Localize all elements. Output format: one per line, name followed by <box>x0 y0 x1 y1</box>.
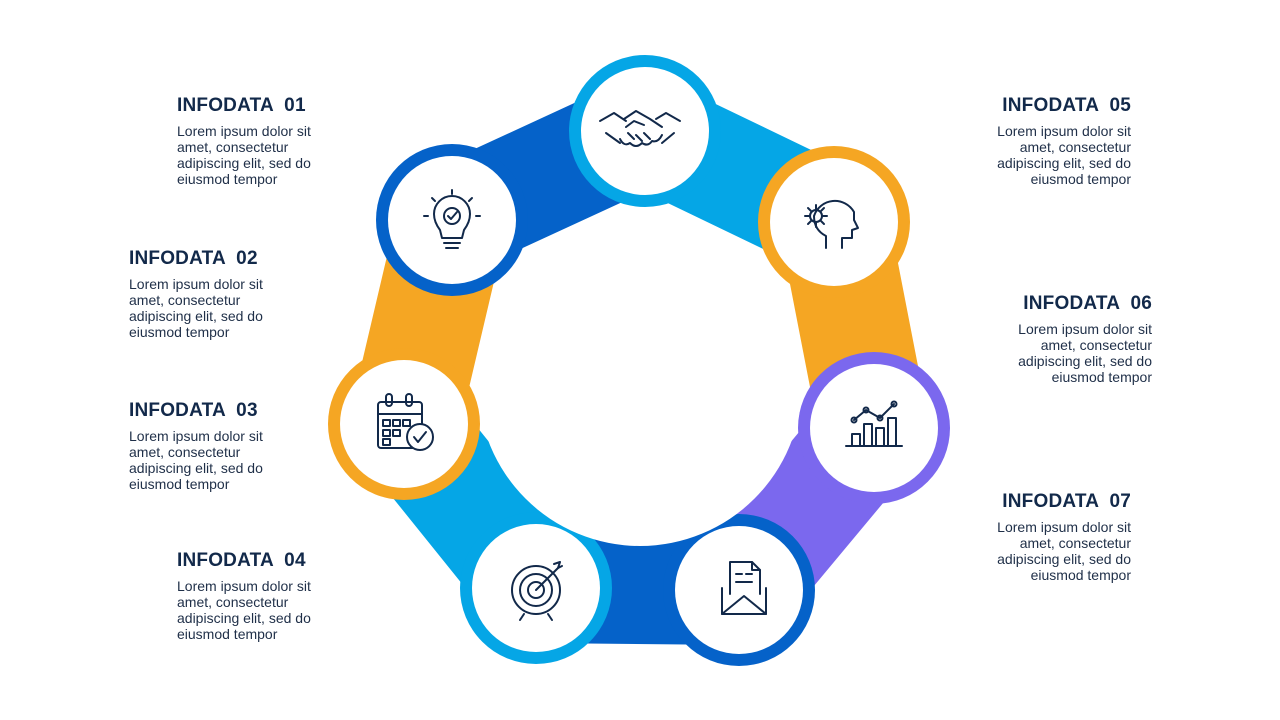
info-text-07: Lorem ipsum dolor sit amet, consectetur … <box>997 519 1131 583</box>
handshake-icon <box>599 110 681 147</box>
target-icon <box>511 561 563 621</box>
node-disc-2 <box>388 156 516 284</box>
ring-center <box>478 222 802 546</box>
info-text-01: Lorem ipsum dolor sit amet, consectetur … <box>177 123 311 187</box>
node-disc-6 <box>810 364 938 492</box>
node-disc-7 <box>675 526 803 654</box>
info-block-05: INFODATA 05 Lorem ipsum dolor sit amet, … <box>981 95 1131 187</box>
info-title-02: INFODATA 02 <box>129 248 258 269</box>
node-disc-5 <box>770 158 898 286</box>
info-text-05: Lorem ipsum dolor sit amet, consectetur … <box>997 123 1131 187</box>
info-text-03: Lorem ipsum dolor sit amet, consectetur … <box>129 428 263 492</box>
info-block-07: INFODATA 07 Lorem ipsum dolor sit amet, … <box>981 491 1131 583</box>
info-block-06: INFODATA 06 Lorem ipsum dolor sit amet, … <box>1002 293 1152 385</box>
info-title-01: INFODATA 01 <box>177 95 306 116</box>
info-text-04: Lorem ipsum dolor sit amet, consectetur … <box>177 578 311 642</box>
node-disc-4 <box>472 524 600 652</box>
info-title-04: INFODATA 04 <box>177 550 306 571</box>
bar-chart-icon <box>845 400 903 447</box>
ring-nodes <box>328 55 950 666</box>
info-title-06: INFODATA 06 <box>1023 293 1152 314</box>
info-block-01: INFODATA 01 Lorem ipsum dolor sit amet, … <box>177 95 327 187</box>
node-disc-1 <box>581 67 709 195</box>
info-block-04: INFODATA 04 Lorem ipsum dolor sit amet, … <box>177 550 327 642</box>
info-title-03: INFODATA 03 <box>129 400 258 421</box>
head-gear-icon <box>804 199 859 249</box>
envelope-document-icon <box>721 561 767 615</box>
info-text-02: Lorem ipsum dolor sit amet, consectetur … <box>129 276 263 340</box>
info-title-07: INFODATA 07 <box>1002 491 1131 512</box>
info-block-03: INFODATA 03 Lorem ipsum dolor sit amet, … <box>129 400 279 492</box>
lightbulb-icon <box>423 189 481 249</box>
calendar-check-icon <box>377 393 434 451</box>
info-title-05: INFODATA 05 <box>1002 95 1131 116</box>
info-text-06: Lorem ipsum dolor sit amet, consectetur … <box>1018 321 1152 385</box>
info-block-02: INFODATA 02 Lorem ipsum dolor sit amet, … <box>129 248 279 340</box>
